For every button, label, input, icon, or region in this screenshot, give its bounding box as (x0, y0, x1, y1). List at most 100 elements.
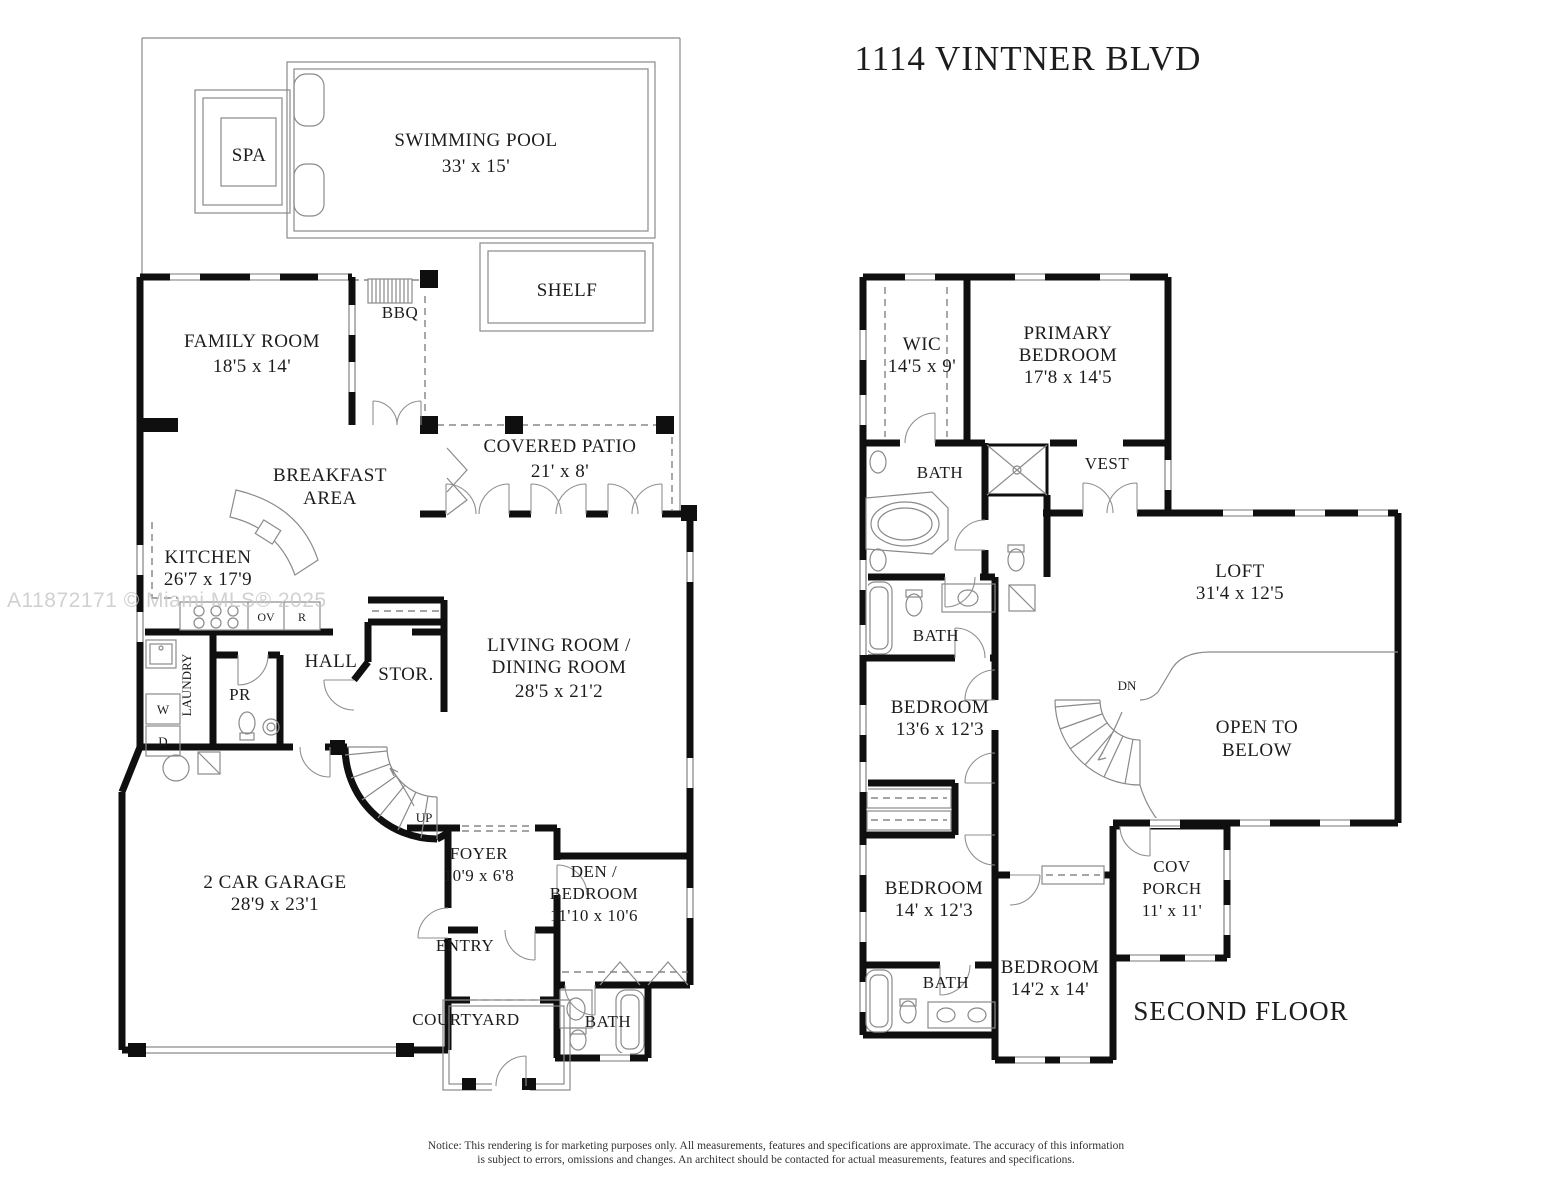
washer-box (145, 693, 181, 725)
appliance-label-dryer: D (158, 734, 167, 749)
sink-icon (566, 997, 586, 1021)
primary-bath-fixtures (865, 443, 1049, 572)
pool-deck-outline (141, 37, 681, 514)
second-floor-windows (857, 271, 1389, 1066)
notice-line-1: Notice: This rendering is for marketing … (428, 1140, 1125, 1152)
covered-patio-structure (420, 270, 697, 521)
room-dims-family: 18'5 x 14' (213, 356, 291, 377)
room-label-family: FAMILY ROOM (184, 331, 320, 352)
stairs-first-floor (344, 746, 438, 839)
room-dims-porch: 11' x 11' (1142, 901, 1202, 920)
toilet-icon (899, 1000, 917, 1024)
equipment-circle-icon (162, 754, 190, 782)
room-label-vest: VEST (1085, 454, 1130, 473)
notice-line-2: is subject to errors, omissions and chan… (477, 1154, 1075, 1166)
toilet-icon (905, 593, 923, 617)
room-label-foyer: FOYER (450, 844, 508, 863)
room-label-porch-2: PORCH (1142, 879, 1201, 898)
appliance-label-range: R (298, 610, 306, 624)
room-dims-patio: 21' x 8' (531, 461, 589, 482)
sink-icon (936, 1007, 956, 1023)
bbq-grill (352, 278, 426, 416)
room-label-hall: HALL (305, 651, 358, 672)
room-dims-bed3: 14' x 12'3 (895, 900, 973, 921)
second-floor-title: SECOND FLOOR (1133, 996, 1348, 1026)
sink-icon (957, 589, 979, 607)
room-label-bbq: BBQ (382, 303, 418, 322)
room-label-bath3: BATH (923, 973, 969, 992)
stairs-up-label: UP (416, 810, 433, 825)
tub-icon (865, 581, 893, 655)
room-label-entry: ENTRY (436, 936, 494, 955)
stairs-second-floor (1054, 651, 1398, 824)
room-dims-kitchen: 26'7 x 17'9 (164, 569, 252, 590)
room-dims-loft: 31'4 x 12'5 (1196, 583, 1284, 604)
room-label-laundry: LAUNDRY (179, 653, 194, 716)
room-label-primary-bath: BATH (917, 463, 963, 482)
laundry-sink (145, 639, 177, 669)
toilet-icon (1007, 548, 1025, 572)
room-label-den-1: DEN / (571, 862, 617, 881)
bath3-fixtures (865, 969, 996, 1033)
room-label-breakfast-1: BREAKFAST (273, 465, 387, 486)
room-label-living-1: LIVING ROOM / (487, 635, 631, 656)
tub-icon (870, 501, 940, 547)
sink-icon (967, 1007, 987, 1023)
room-label-garage: 2 CAR GARAGE (203, 872, 346, 893)
room-label-bed3: BEDROOM (885, 878, 984, 899)
room-dims-garage: 28'9 x 23'1 (231, 894, 319, 915)
room-label-breakfast-2: AREA (303, 488, 357, 509)
room-dims-foyer: 10'9 x 6'8 (444, 866, 515, 885)
open-below-label-1: OPEN TO (1216, 717, 1299, 738)
room-label-spa: SPA (232, 145, 267, 166)
second-floor-labels: WIC 14'5 x 9' PRIMARY BEDROOM 17'8 x 14'… (885, 323, 1348, 1026)
room-label-bed2: BEDROOM (891, 697, 990, 718)
room-label-living-2: DINING ROOM (492, 657, 627, 678)
room-label-bath1f: BATH (585, 1012, 631, 1031)
shower-icon (985, 443, 1049, 497)
second-floor-closets (866, 584, 1105, 885)
room-dims-living: 28'5 x 21'2 (515, 681, 603, 702)
room-label-hall-bath: BATH (913, 626, 959, 645)
second-floor-doors (904, 412, 1151, 996)
powder-room-fixtures (238, 711, 280, 741)
stairs-up-arrow-icon (389, 767, 415, 807)
kitchen-fixtures (145, 489, 321, 757)
room-label-porch-1: COV (1153, 857, 1191, 876)
sink-icon (869, 450, 887, 474)
room-dims-bed2: 13'6 x 12'3 (896, 719, 984, 740)
toilet-icon (569, 1029, 587, 1051)
room-label-bed4: BEDROOM (1001, 957, 1100, 978)
room-label-stor: STOR. (378, 664, 433, 685)
vanity (927, 1001, 996, 1029)
room-dims-den: 11'10 x 10'6 (550, 906, 638, 925)
room-label-primary-1: PRIMARY (1023, 323, 1112, 344)
room-label-wic: WIC (903, 334, 941, 355)
room-dims-pool: 33' x 15' (442, 156, 510, 177)
room-label-patio: COVERED PATIO (483, 436, 636, 457)
courtyard-structure (442, 999, 571, 1094)
room-dims-primary: 17'8 x 14'5 (1024, 367, 1112, 388)
appliance-label-washer: W (157, 702, 170, 717)
room-label-courtyard: COURTYARD (412, 1010, 519, 1029)
room-label-loft: LOFT (1215, 561, 1265, 582)
room-dims-bed4: 14'2 x 14' (1011, 979, 1089, 1000)
room-dims-wic: 14'5 x 9' (888, 356, 956, 377)
stairs-down-arrow-icon (1097, 711, 1123, 761)
second-floor-plan: WIC 14'5 x 9' PRIMARY BEDROOM 17'8 x 14'… (857, 271, 1402, 1066)
room-label-primary-2: BEDROOM (1019, 345, 1118, 366)
pool-shelf (479, 242, 654, 332)
page-title: 1114 VINTNER BLVD (855, 39, 1202, 78)
tub-surround (865, 491, 949, 555)
first-floor-doors (237, 400, 663, 1087)
sink-icon (869, 548, 887, 572)
spa (194, 89, 291, 214)
vanity (941, 583, 996, 613)
hall-bath-fixtures (865, 581, 996, 655)
first-floor-walls (118, 273, 694, 1062)
equipment-square-icon (197, 751, 221, 775)
room-label-shelf: SHELF (537, 280, 598, 301)
room-label-pr: PR (229, 685, 251, 704)
dryer-box (145, 725, 181, 757)
